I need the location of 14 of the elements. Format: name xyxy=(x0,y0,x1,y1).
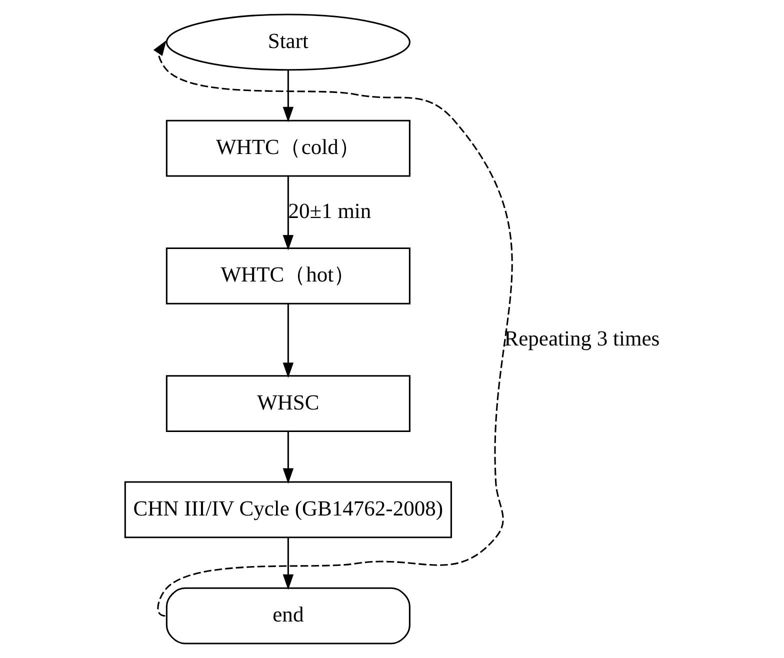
node-box: WHTC（cold） xyxy=(166,120,410,177)
node-ellipse: Start xyxy=(166,14,410,71)
edge-label: 20±1 min xyxy=(288,198,372,223)
arrow xyxy=(282,538,294,590)
arrow xyxy=(282,432,294,484)
arrow xyxy=(282,70,294,122)
node-box: WHTC（hot） xyxy=(166,247,410,304)
node-box: CHN III/IV Cycle (GB14762-2008) xyxy=(124,481,452,538)
arrow xyxy=(282,304,294,378)
node-box: WHSC xyxy=(166,375,410,432)
node-box: end xyxy=(166,587,410,644)
arrow xyxy=(282,176,294,250)
edge-label: Repeating 3 times xyxy=(504,326,660,350)
arrow xyxy=(153,40,513,616)
